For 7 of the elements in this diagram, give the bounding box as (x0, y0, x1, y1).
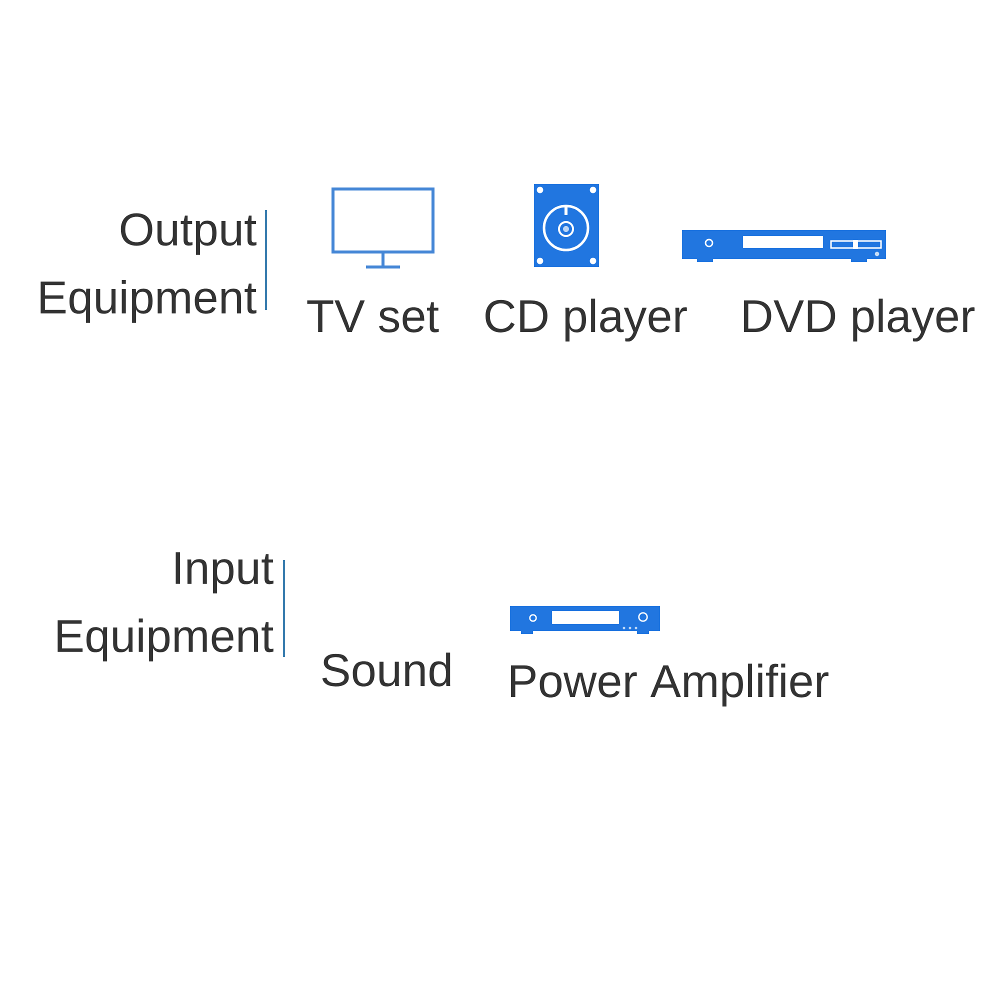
device-label: DVD player (744, 298, 975, 342)
category-heading: Output Equipment (40, 213, 256, 323)
device-label: TV set (307, 300, 439, 332)
device-label: CD player (486, 298, 687, 342)
device-label: Power Amplifier (511, 664, 828, 707)
category-heading: Input Equipment (58, 552, 274, 662)
device-label: Sound (322, 652, 450, 686)
